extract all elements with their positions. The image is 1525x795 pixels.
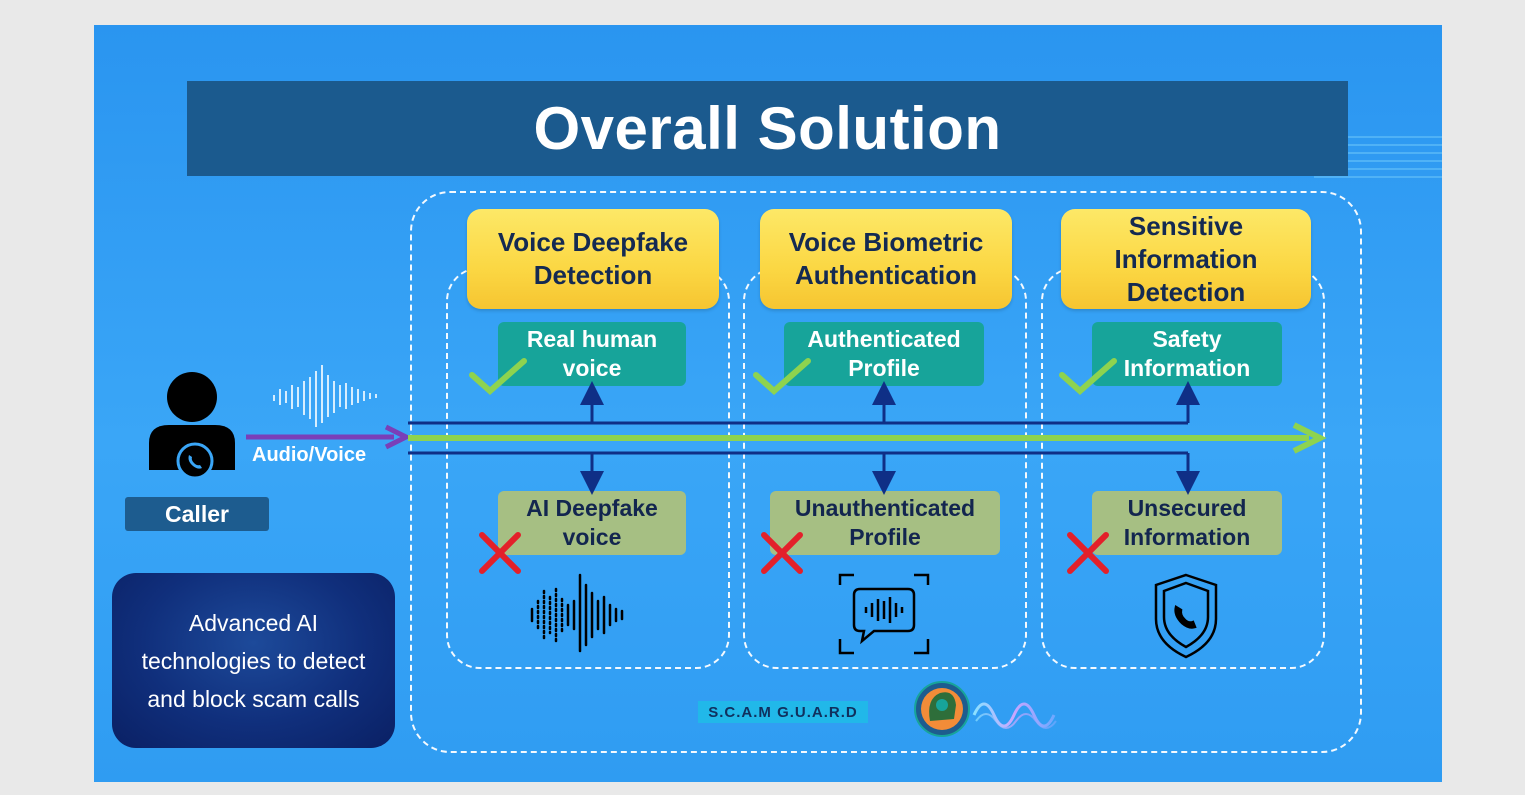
result-negative-deepfake: AI Deepfake voice xyxy=(498,491,686,555)
solution-container xyxy=(410,191,1362,753)
result-positive-deepfake: Real human voice xyxy=(498,322,686,386)
module-title-deepfake: Voice Deepfake Detection xyxy=(467,209,719,309)
caller-label: Caller xyxy=(125,497,269,531)
info-box: Advanced AI technologies to detect and b… xyxy=(112,573,395,748)
brand-tag: S.C.A.M G.U.A.R.D xyxy=(698,701,868,723)
result-negative-sensitive: Unsecured Information xyxy=(1092,491,1282,555)
page-title: Overall Solution xyxy=(187,81,1348,176)
result-positive-biometric: Authenticated Profile xyxy=(784,322,984,386)
audio-voice-label: Audio/Voice xyxy=(252,444,367,466)
slide: Overall Solution Voice Deepfake Detectio… xyxy=(94,25,1442,782)
module-title-biometric: Voice Biometric Authentication xyxy=(760,209,1012,309)
result-positive-sensitive: Safety Information xyxy=(1092,322,1282,386)
module-title-sensitive: Sensitive Information Detection xyxy=(1061,209,1311,309)
result-negative-biometric: Unauthenticated Profile xyxy=(770,491,1000,555)
